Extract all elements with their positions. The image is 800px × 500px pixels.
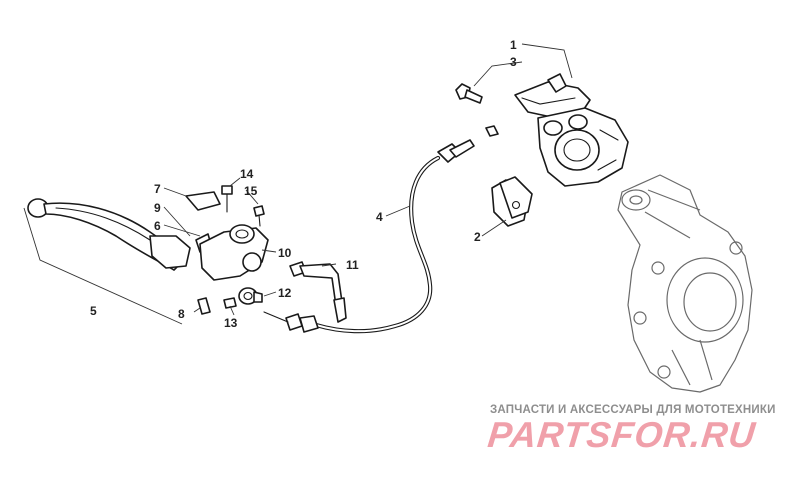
banjo-bolt	[485, 125, 499, 137]
brake-lever	[27, 198, 191, 271]
callout-2: 2	[474, 230, 481, 244]
callout-15: 15	[244, 184, 258, 198]
callout-3: 3	[510, 55, 517, 69]
callout-12: 12	[278, 286, 292, 300]
leader-lines	[23, 43, 573, 325]
callout-1: 1	[510, 38, 517, 52]
banjo-fitting	[238, 287, 263, 305]
steering-knuckle	[617, 174, 753, 393]
callout-14: 14	[240, 167, 254, 181]
caliper-bolt	[455, 83, 483, 104]
master-cylinder	[185, 191, 269, 281]
callout-11: 11	[346, 258, 359, 272]
callout-5: 5	[90, 304, 97, 318]
callout-7: 7	[154, 182, 161, 196]
callout-8: 8	[178, 307, 185, 321]
callout-6: 6	[154, 219, 161, 233]
brake-light-switch	[289, 261, 347, 323]
callout-10: 10	[278, 246, 292, 260]
callout-labels: 1 2 3 4 5 6 7 8 9 10 11 12 13 14 15	[90, 38, 517, 330]
watermark-brand-logo: PARTSFOR.RU	[485, 414, 758, 455]
callout-4: 4	[376, 210, 383, 224]
mounting-screw	[221, 185, 265, 227]
callout-9: 9	[154, 201, 161, 215]
watermark-tagline: ЗАПЧАСТИ И АКСЕССУАРЫ ДЛЯ МОТОТЕХНИКИ	[490, 404, 776, 416]
pin-and-washer	[197, 297, 237, 315]
callout-13: 13	[224, 316, 238, 330]
brake-caliper	[514, 73, 629, 187]
brake-hose	[263, 139, 475, 334]
brake-pad-set	[491, 176, 533, 227]
